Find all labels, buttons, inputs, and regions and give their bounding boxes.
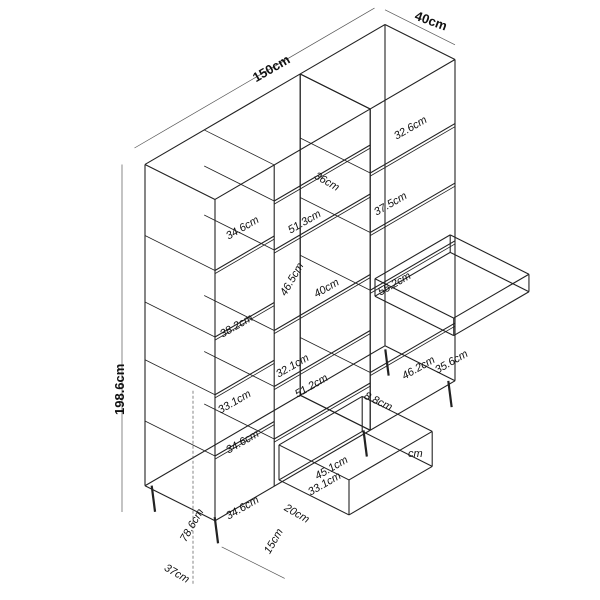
upper-drawer-top-edge (374, 234, 451, 280)
label-hidden-unit: cm (408, 448, 423, 460)
dimension-line-depth (384, 9, 456, 46)
leg-3 (447, 380, 453, 408)
right-shelf-1-side-edge (300, 254, 371, 291)
right-shelf-0-side-edge (300, 337, 371, 373)
right-shelf-3-side-edge (300, 137, 371, 174)
left-shelf-2-front-edge (214, 302, 275, 338)
left-middle-carcass-top-edge (214, 108, 371, 200)
right-shelf-3-front-edge (369, 123, 456, 174)
upper-drawer-top-edge (449, 234, 530, 275)
left-shelf-2-front-edge-lower (214, 305, 275, 341)
left-shelf-3-front-edge (214, 235, 275, 271)
left-shelf-0-front-edge (214, 421, 275, 457)
left-middle-carcass-bottom-edge (214, 429, 371, 522)
leg-4 (384, 349, 390, 376)
upper-drawer-bottom-edge (453, 291, 530, 337)
middle-shelf-4-side-edge (204, 165, 275, 202)
middle-shelf-3-front-edge-lower (273, 196, 371, 254)
upper-drawer-top-edge (453, 273, 530, 319)
dimension-line-side-depth (221, 546, 285, 579)
middle-shelf-1-side-edge (204, 351, 275, 387)
upper-drawer-bottom-edge (374, 251, 451, 297)
middle-shelf-2-side-edge (204, 295, 275, 331)
right-shelf-1-front-edge (369, 240, 456, 291)
right-carcass-bottom-edge (384, 345, 456, 382)
leg-2 (362, 430, 368, 457)
right-shelf-3-front-edge-lower (369, 126, 456, 177)
middle-shelf-0-side-edge (204, 403, 275, 440)
right-carcass-top-edge (384, 24, 456, 60)
left-middle-carcass-top-edge (144, 163, 216, 200)
right-carcass-bottom-edge (369, 380, 456, 431)
lower-drawer-bottom-edge (361, 430, 433, 467)
lower-drawer-top-edge (348, 430, 433, 481)
upper-drawer-top-edge (374, 278, 454, 319)
upper-drawer-bottom-edge (449, 251, 530, 293)
leg-1 (213, 516, 220, 544)
right-shelf-1-front-edge-lower (369, 243, 456, 294)
dimension-line-width (134, 7, 375, 149)
lower-drawer-top-edge (278, 444, 350, 481)
lower-drawer-top-edge (361, 395, 433, 432)
left-middle-carcass-top-edge (144, 73, 301, 165)
middle-shelf-2-front-edge (273, 274, 371, 331)
left-shelf-0-side-edge (144, 420, 216, 457)
leg-0 (150, 485, 157, 512)
middle-shelf-3-front-edge (273, 193, 371, 251)
left-shelf-2-side-edge (144, 301, 216, 338)
middle-shelf-2-front-edge-lower (273, 277, 371, 334)
middle-shelf-0-front-edge (273, 382, 371, 440)
label-total-height: 198.6cm (112, 363, 127, 415)
right-shelf-0-front-edge (369, 322, 456, 373)
middle-shelf-4-front-edge (273, 144, 371, 202)
right-carcass-top-edge (369, 59, 456, 110)
right-carcass-top-edge (299, 73, 371, 110)
middle-shelf-1-front-edge (273, 330, 371, 387)
left-shelf-1-front-edge (214, 359, 275, 396)
left-shelf-1-side-edge (144, 359, 216, 396)
lower-drawer-top-edge (278, 395, 363, 446)
right-carcass-top-edge (299, 24, 386, 75)
lower-drawer-bottom-edge (348, 465, 433, 516)
middle-shelf-3-side-edge (204, 214, 275, 251)
right-shelf-2-front-edge (369, 182, 456, 233)
right-shelf-2-side-edge (300, 197, 371, 233)
upper-drawer-bottom-edge (374, 295, 454, 337)
left-shelf-3-front-edge-lower (214, 238, 275, 274)
left-column-divider-top (204, 129, 275, 166)
left-shelf-3-side-edge (144, 235, 216, 271)
middle-shelf-0-front-edge-lower (273, 385, 371, 443)
left-middle-carcass-bottom-edge (144, 485, 216, 522)
middle-shelf-1-front-edge-lower (273, 333, 371, 390)
lower-drawer-bottom-edge (278, 430, 363, 481)
right-carcass-bottom-edge (299, 345, 386, 396)
left-shelf-0-front-edge-lower (214, 424, 275, 460)
lower-drawer-bottom-edge (278, 479, 350, 516)
right-shelf-2-front-edge-lower (369, 185, 456, 236)
right-shelf-0-front-edge-lower (369, 325, 456, 376)
left-shelf-1-front-edge-lower (214, 363, 275, 399)
middle-shelf-4-front-edge-lower (273, 147, 371, 205)
